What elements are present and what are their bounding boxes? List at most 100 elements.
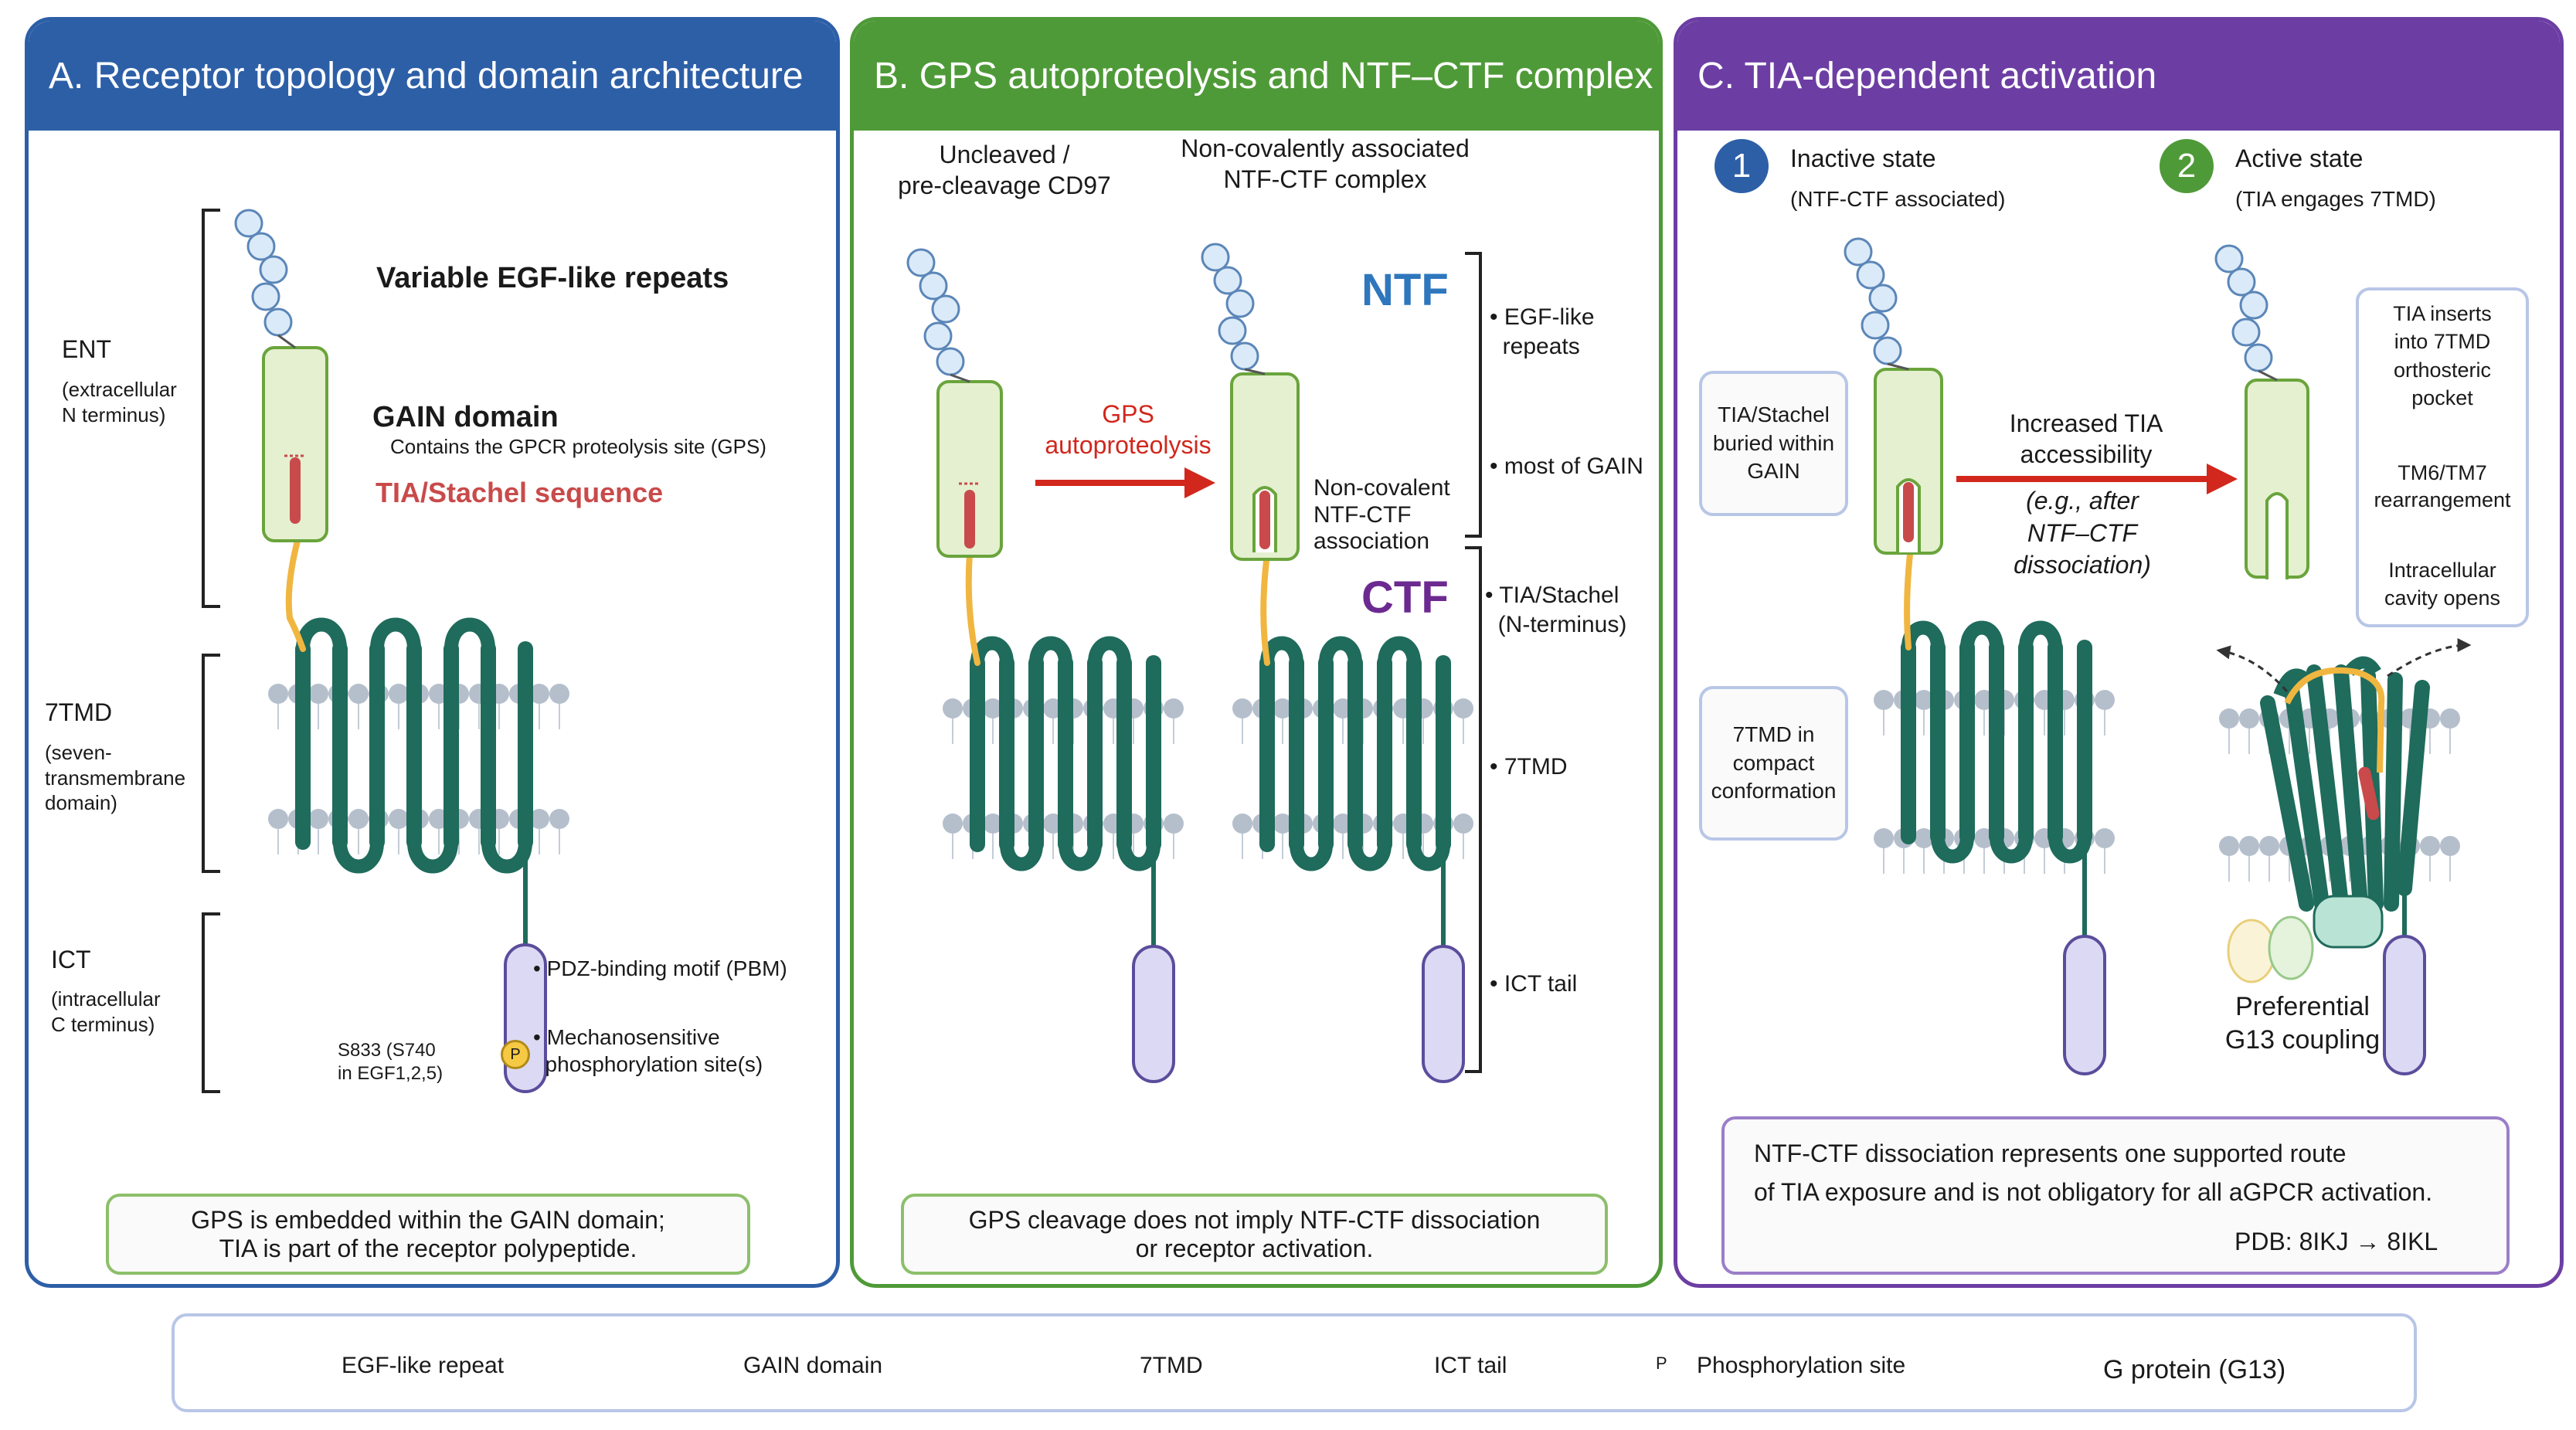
dissociation-example-label: (e.g., after NTF–CTF dissociation) [2014,487,2151,579]
egf-repeats-label: Variable EGF-like repeats [376,262,729,294]
panel-c: C. TIA-dependent activation [1674,17,2564,1288]
legend-phos-label: Phosphorylation site [1697,1353,1906,1378]
panel-a-title: A. Receptor topology and domain architec… [29,21,836,131]
ict-sublabel: (intracellular C terminus) [51,987,161,1036]
ict-tail [1132,945,1175,1083]
step-2-badge: 2 [2160,139,2214,193]
transmembrane-helices [1901,620,2092,864]
tm-movement-arrow-left [2216,645,2289,692]
ctf-ict-item: • ICT tail [1490,971,1578,997]
panel-b-note: GPS cleavage does not imply NTF-CTF diss… [901,1194,1608,1275]
active-helix [2260,695,2314,912]
active-helix [2283,676,2330,912]
transmembrane-helices [1259,636,1451,871]
legend-egf-label: EGF-like repeat [342,1353,505,1378]
active-helix [2397,680,2430,896]
phosphorylation-site-icon: P [501,1040,530,1069]
panel-b-title: B. GPS autoproteolysis and NTF–CTF compl… [854,21,1659,131]
active-helix [2333,664,2368,912]
inactive-state-label: Inactive state [1790,144,1936,172]
tia-segment [964,490,975,549]
domain-brackets-b [1465,252,1482,1073]
panel-c-title: C. TIA-dependent activation [1677,21,2560,131]
ict-label: ICT [51,946,91,973]
ict-tail [2063,935,2106,1075]
buried-tia-box: TIA/Stachel buried within GAIN [1699,371,1848,516]
tia-segment [1903,482,1914,542]
mechanosensitive-label: • Mechanosensitive phosphorylation site(… [533,1025,763,1076]
tia-segment [290,457,301,524]
noncovalent-complex-title: Non-covalently associated NTF-CTF comple… [1181,134,1470,193]
preferential-g13-label: Preferential G13 coupling [2224,992,2381,1055]
panel-c-note-line1: NTF-CTF dissociation represents one supp… [1754,1140,2347,1167]
pdb-ids: PDB: 8IKJ → 8IKL [2234,1228,2438,1255]
tia-engaged [2358,766,2380,820]
pbm-label: • PDZ-binding motif (PBM) [533,956,787,980]
egf-repeats [1844,237,1902,365]
ent-sublabel: (extracellular N terminus) [62,378,177,426]
panel-a: A. Receptor topology and domain architec… [25,17,840,1288]
tia-stachel-label: TIA/Stachel sequence [376,477,664,508]
active-helix [2306,664,2349,912]
active-state-sublabel: (TIA engages 7TMD) [2235,187,2436,211]
egf-repeats [1201,243,1259,371]
ict-tail [1422,945,1465,1083]
legend-ict-label: ICT tail [1434,1353,1507,1378]
legend-phos-glyph: P [1656,1354,1667,1373]
egf-repeats [906,248,965,376]
legend-gain-label: GAIN domain [743,1353,883,1378]
receptor-drawings [234,209,2460,1093]
step-1-badge: 1 [1715,139,1769,193]
ntf-label: NTF [1361,265,1449,315]
s833-label: S833 (S740 in EGF1,2,5) [338,1040,443,1084]
linker [1260,545,1271,666]
panel-a-note: GPS is embedded within the GAIN domain; … [106,1194,750,1275]
tm-movement-arrow-right [2387,638,2472,678]
gps-autoproteolysis-label: GPS autoproteolysis [1045,400,1212,459]
7tmd-label: 7TMD [45,698,113,726]
active-helix [2384,672,2403,912]
receptor-c-active [2214,244,2460,1075]
egf-repeats [2214,244,2273,372]
tia-inserts-label: TIA inserts into 7TMD orthosteric pocket [2393,302,2492,410]
domain-brackets-a [202,209,220,1093]
tm67-label: TM6/TM7 rearrangement [2374,461,2511,512]
linker [285,538,306,652]
transmembrane-helices [295,617,533,874]
panel-b: B. GPS autoproteolysis and NTF–CTF compl… [850,17,1663,1288]
noncovalent-association-label: Non-covalent NTF-CTF association [1313,475,1450,554]
cavity-opens-label: Intracellular cavity opens [2384,559,2501,610]
receptor-c-inactive [1844,237,2115,1075]
legend [172,1313,2417,1412]
gain-domain-label: GAIN domain [372,401,559,433]
receptor-b-uncleaved [906,248,1184,1083]
panel-c-note-line2: of TIA exposure and is not obligatory fo… [1754,1178,2433,1206]
receptor-b-cleaved [1201,243,1473,1083]
ctf-tia-item: • TIA/Stachel (N-terminus) [1485,583,1627,637]
egf-repeats [234,209,293,337]
tia-segment [1259,491,1270,549]
linker [965,551,980,666]
linker [1904,544,1914,650]
ntf-gain-item: • most of GAIN [1490,453,1643,479]
active-linker [2284,667,2385,773]
ent-label: ENT [62,335,111,363]
g-protein [2227,895,2384,983]
legend-7tmd-label: 7TMD [1140,1353,1203,1378]
7tmd-sublabel: (seven- transmembrane domain) [45,741,186,814]
ict-tail [2383,935,2426,1075]
ctf-label: CTF [1361,572,1449,623]
uncleaved-label: Uncleaved / pre-cleavage CD97 [898,141,1111,199]
panel-c-note: NTF-CTF dissociation represents one supp… [1721,1116,2510,1275]
ctf-7tmd-item: • 7TMD [1490,754,1568,780]
active-state-changes-box [2356,287,2529,627]
receptor-a [234,209,569,1093]
compact-7tmd-box: 7TMD in compact conformation [1699,686,1848,841]
gps-site-label: Contains the GPCR proteolysis site (GPS) [390,435,766,458]
inactive-state-sublabel: (NTF-CTF associated) [1790,187,2006,211]
legend-gprotein-label: G protein (G13) [2103,1355,2286,1384]
ntf-egf-item: • EGF-like repeats [1490,304,1595,359]
transmembrane-helices [970,636,1161,871]
increased-accessibility-label: Increased TIA accessibility [2009,409,2163,468]
active-state-label: Active state [2235,144,2364,172]
